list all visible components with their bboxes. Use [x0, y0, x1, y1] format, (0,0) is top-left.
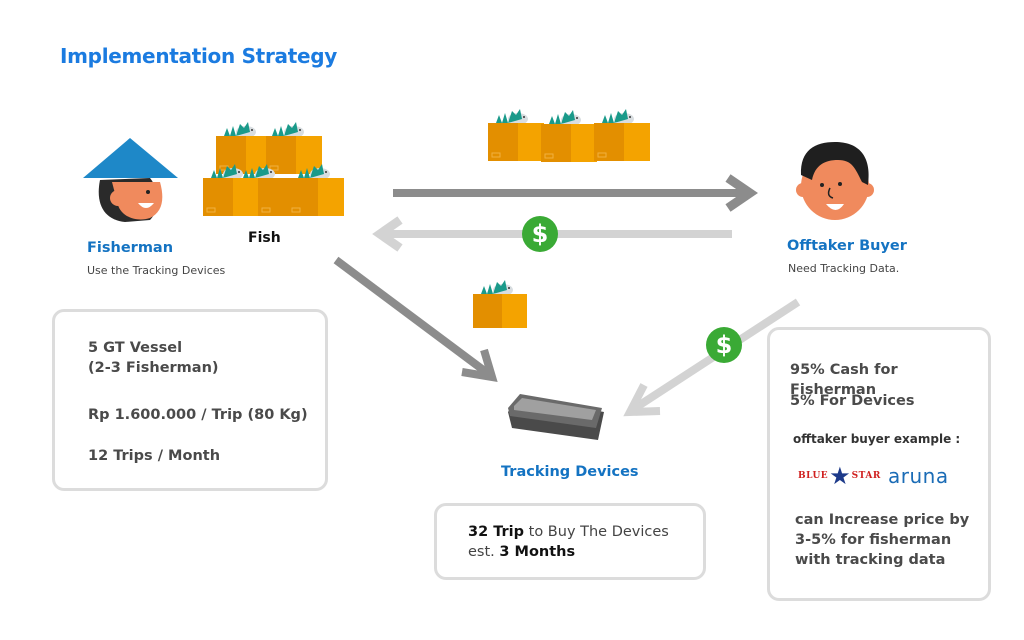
estimated-duration: est. 3 Months	[468, 542, 575, 562]
fish-crates-icon	[202, 122, 345, 217]
bluestar-logo: BLUE ★ STAR	[798, 464, 881, 488]
aruna-logo: aruna	[888, 464, 949, 488]
fish-label: Fish	[248, 230, 281, 246]
dollar-icon: $	[706, 327, 742, 363]
offtaker-label: Offtaker Buyer	[787, 238, 907, 254]
bluestar-right: STAR	[851, 471, 881, 481]
trips-per-month: 12 Trips / Month	[88, 448, 221, 464]
cash-share: 95% Cash for Fisherman	[790, 362, 898, 398]
trip-revenue: Rp 1.600.000 / Trip (80 Kg)	[88, 407, 308, 423]
page-title: Implementation Strategy	[60, 44, 337, 68]
trips-text: to Buy The Devices	[524, 524, 669, 540]
note-line-3: with tracking data	[795, 552, 946, 568]
fisherman-label: Fisherman	[87, 240, 174, 256]
vessel-info-card: 5 GT Vessel (2-3 Fisherman) Rp 1.600.000…	[52, 309, 328, 491]
star-icon: ★	[829, 462, 851, 490]
revenue-split-card: 95% Cash for Fisherman 5% For Devices of…	[767, 327, 991, 601]
tracking-device-icon	[508, 394, 604, 440]
trips-count: 32 Trip	[468, 524, 525, 540]
crew-size: (2-3 Fisherman)	[88, 360, 219, 376]
fish-flow-arrow	[393, 174, 758, 212]
device-flow-arrow	[333, 256, 498, 382]
bluestar-left: BLUE	[798, 471, 829, 481]
fisherman-avatar-icon	[83, 138, 178, 222]
vessel-size: 5 GT Vessel	[88, 340, 183, 356]
payment-flow-arrow	[372, 216, 732, 252]
dollar-icon: $	[522, 216, 558, 252]
est-months: 3 Months	[499, 544, 576, 560]
trips-to-buy: 32 Trip to Buy The Devices	[468, 522, 669, 542]
est-prefix: est.	[468, 544, 500, 560]
device-payback-card: 32 Trip to Buy The Devices est. 3 Months	[434, 503, 706, 580]
tracking-devices-label: Tracking Devices	[501, 464, 639, 480]
buyer-avatar-icon	[796, 142, 874, 220]
shipment-crates-icon	[487, 109, 651, 163]
note-line-1: can Increase price by	[795, 512, 970, 528]
note-line-2: 3-5% for fisherman	[795, 532, 952, 548]
device-share: 5% For Devices	[790, 393, 915, 409]
single-crate-icon	[473, 280, 527, 328]
fisherman-description: Use the Tracking Devices	[87, 264, 226, 277]
example-label: offtaker buyer example :	[793, 432, 961, 446]
offtaker-description: Need Tracking Data.	[788, 262, 900, 275]
